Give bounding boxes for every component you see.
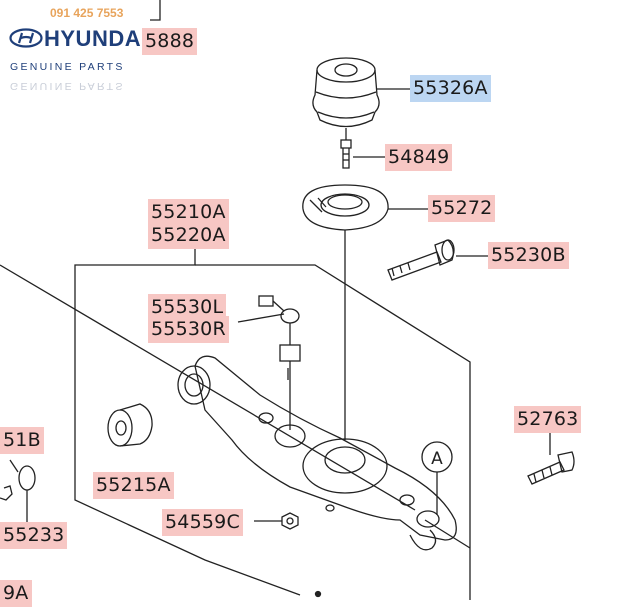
washer-55233 xyxy=(18,465,36,491)
insulator-55326A xyxy=(312,57,380,140)
assembly-outline xyxy=(74,254,301,596)
callout-A-letter: A xyxy=(431,449,443,469)
part-label-55530R: 55530R xyxy=(148,316,229,343)
nut-51B xyxy=(0,485,13,501)
part-label-54849: 54849 xyxy=(385,144,453,171)
spring-seat-55272 xyxy=(302,184,389,231)
phone-number: 091 425 7553 xyxy=(50,6,124,20)
part-label-55230B: 55230B xyxy=(488,242,569,269)
centerline xyxy=(0,264,416,511)
part-label-55272: 55272 xyxy=(428,195,496,222)
part-label-5888: 5888 xyxy=(142,28,198,55)
part-label-55220A: 55220A xyxy=(148,222,229,249)
part-label-55233: 55233 xyxy=(0,522,68,549)
part-label-55326A: 55326A xyxy=(410,75,491,102)
part-label-9A: 9A xyxy=(0,580,32,607)
part-label-54559C: 54559C xyxy=(162,509,243,536)
part-label-55210A: 55210A xyxy=(148,199,229,226)
callout-box-5888 xyxy=(150,0,161,21)
stabilizer-link-55530 xyxy=(258,295,301,430)
nut-54559C xyxy=(281,512,299,530)
bolt-54849 xyxy=(340,139,352,169)
brand-name: HYUNDAI xyxy=(44,26,148,51)
bolt-55230B xyxy=(387,239,455,281)
tagline: GENUINE PARTS xyxy=(10,61,125,73)
hyundai-logo-icon xyxy=(9,28,43,48)
bushing-55215A xyxy=(107,403,153,447)
part-label-55215A: 55215A xyxy=(93,472,174,499)
part-label-52763: 52763 xyxy=(514,406,582,433)
part-label-51B: 51B xyxy=(0,427,44,454)
lower-control-arm xyxy=(177,355,457,551)
bolt-52763 xyxy=(527,451,575,485)
